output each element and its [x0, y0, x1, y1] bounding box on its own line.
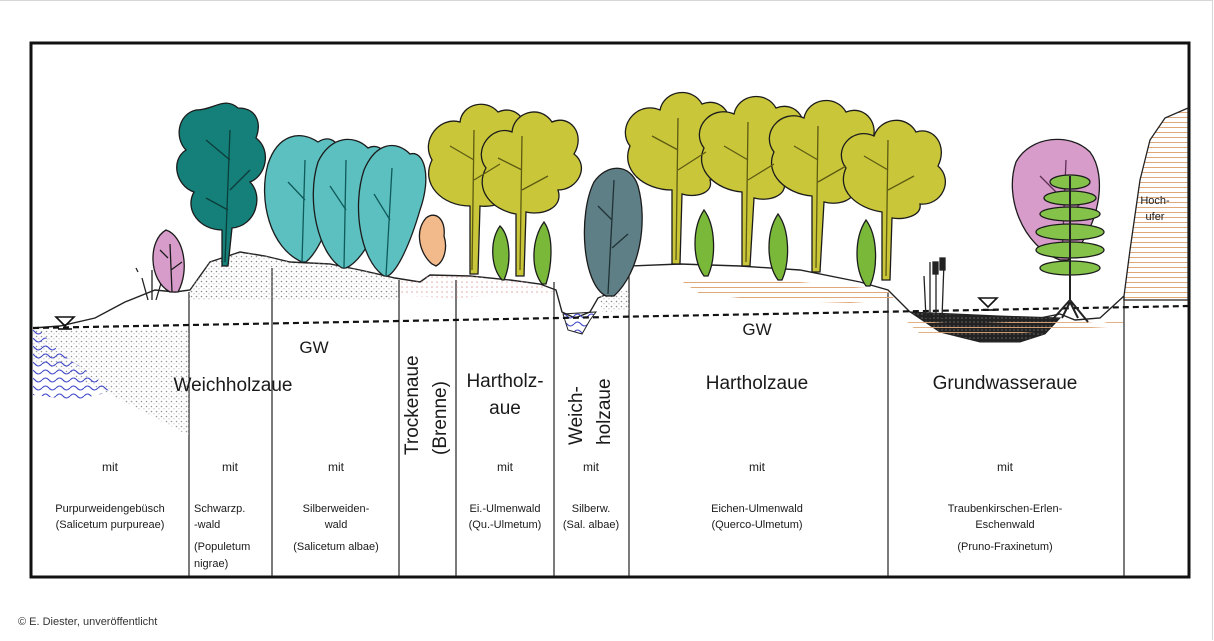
zone-title: Weichholzaue: [173, 375, 292, 396]
community-label: (Sal. albae): [563, 519, 619, 531]
community-label: Ei.-Ulmenwald: [470, 503, 541, 515]
mit-label: mit: [222, 460, 239, 474]
community-label: Eichen-Ulmenwald: [711, 503, 803, 515]
zone-title-vertical: Weich-: [566, 386, 587, 445]
zone-title: Hartholzaue: [706, 373, 808, 394]
community-label: Purpurweidengebüsch: [55, 503, 164, 515]
gw-label: GW: [742, 320, 771, 339]
community-label: nigrae): [194, 558, 228, 570]
hochufer-label: Hoch-: [1140, 195, 1170, 207]
community-label: -wald: [194, 519, 220, 531]
mit-label: mit: [749, 460, 766, 474]
floodplain-diagram: Hoch- ufer GW GW Weichholzaue Trockenaue…: [0, 0, 1214, 610]
community-label: (Querco-Ulmetum): [711, 519, 802, 531]
community-label: wald: [324, 519, 348, 531]
mit-label: mit: [997, 460, 1014, 474]
hochufer-label: ufer: [1146, 211, 1165, 223]
community-label: (Pruno-Fraxinetum): [957, 541, 1052, 553]
zone-title: Grundwasseraue: [933, 373, 1078, 394]
gw-label: GW: [299, 338, 328, 357]
copyright-credit: © E. Diester, unveröffentlicht: [18, 616, 157, 628]
zone-title: Hartholz-: [466, 371, 543, 392]
community-label: Silberw.: [572, 503, 611, 515]
mit-label: mit: [102, 460, 119, 474]
mit-label: mit: [497, 460, 514, 474]
community-label: (Populetum: [194, 541, 250, 553]
zone-title-vertical: Trockenaue: [402, 355, 423, 455]
community-label: Traubenkirschen-Erlen-: [948, 503, 1063, 515]
community-label: (Salicetum albae): [293, 541, 379, 553]
zone-title-vertical: (Brenne): [430, 381, 451, 455]
community-label: Eschenwald: [975, 519, 1034, 531]
community-label: (Salicetum purpureae): [56, 519, 165, 531]
zone-title-vertical: holzaue: [594, 378, 615, 445]
community-label: (Qu.-Ulmetum): [469, 519, 542, 531]
community-label: Schwarzp.: [194, 503, 245, 515]
zone-title: aue: [489, 398, 521, 419]
mit-label: mit: [583, 460, 600, 474]
mit-label: mit: [328, 460, 345, 474]
community-label: Silberweiden-: [303, 503, 370, 515]
